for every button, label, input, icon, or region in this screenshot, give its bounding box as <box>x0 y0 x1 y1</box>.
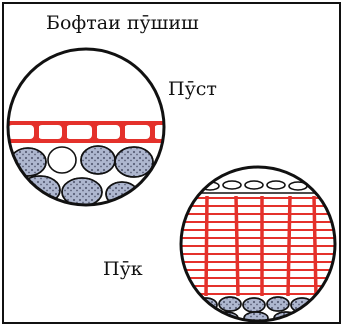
microscope-view-cork <box>170 160 343 326</box>
microscope-view-epidermis <box>0 40 180 220</box>
